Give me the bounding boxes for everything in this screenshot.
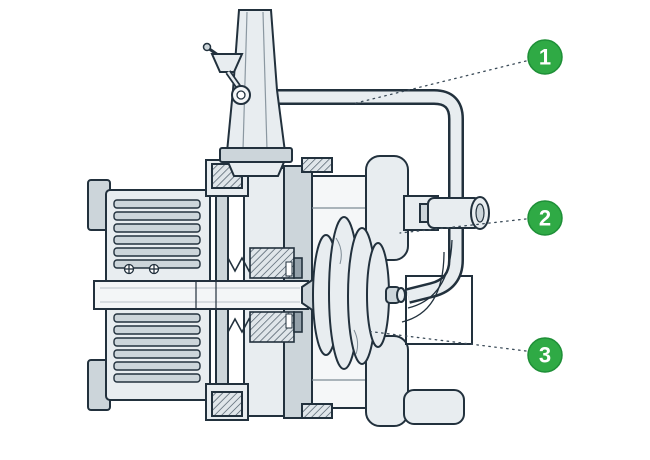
volute-casing	[283, 155, 465, 427]
casing-cover-bottom	[365, 335, 409, 427]
callout-number-2: 2	[539, 206, 551, 231]
mechanical-seal	[227, 247, 303, 343]
callout-number-3: 3	[539, 343, 551, 368]
centerline-marks	[123, 263, 160, 275]
flow-line-2	[401, 251, 445, 323]
callout-badge-1: 1	[527, 39, 563, 75]
casing-gasket-bottom	[301, 403, 333, 419]
callout-badge-3: 3	[527, 337, 563, 373]
leader-line-1	[351, 60, 527, 105]
casing-gasket-top	[301, 157, 333, 173]
suction-pipe	[219, 9, 293, 177]
casing-foot	[403, 389, 465, 425]
seal-gland-top	[293, 257, 303, 279]
callout-circle-1	[527, 39, 563, 75]
pipe-flange	[219, 147, 293, 163]
callout-badge-2: 2	[527, 200, 563, 236]
filler-funnel	[202, 42, 251, 105]
callout-number-1: 1	[539, 45, 551, 70]
seal-gland-bottom	[293, 311, 303, 333]
callout-circle-3	[527, 337, 563, 373]
casing-neck	[226, 161, 286, 177]
casing-cover-top	[365, 155, 409, 261]
leader-lines	[351, 60, 527, 352]
pump-shaft	[93, 280, 324, 310]
recirculation-pipe	[252, 89, 464, 323]
pipe-fitting	[419, 196, 490, 230]
callout-circle-2	[527, 200, 563, 236]
bolt-bottom	[211, 391, 243, 417]
impeller	[301, 216, 406, 370]
cooling-fins	[113, 199, 201, 383]
